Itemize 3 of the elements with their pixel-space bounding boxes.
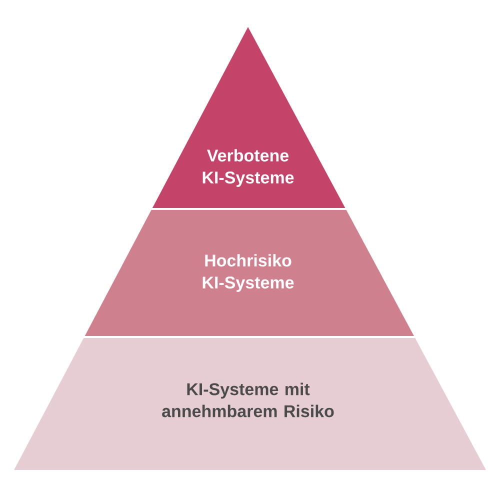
pyramid-band: KI-Systeme mit annehmbarem Risiko xyxy=(14,338,486,470)
pyramid-band: Hochrisiko KI-Systeme xyxy=(84,210,414,336)
pyramid-band: Verbotene KI-Systeme xyxy=(152,27,346,208)
